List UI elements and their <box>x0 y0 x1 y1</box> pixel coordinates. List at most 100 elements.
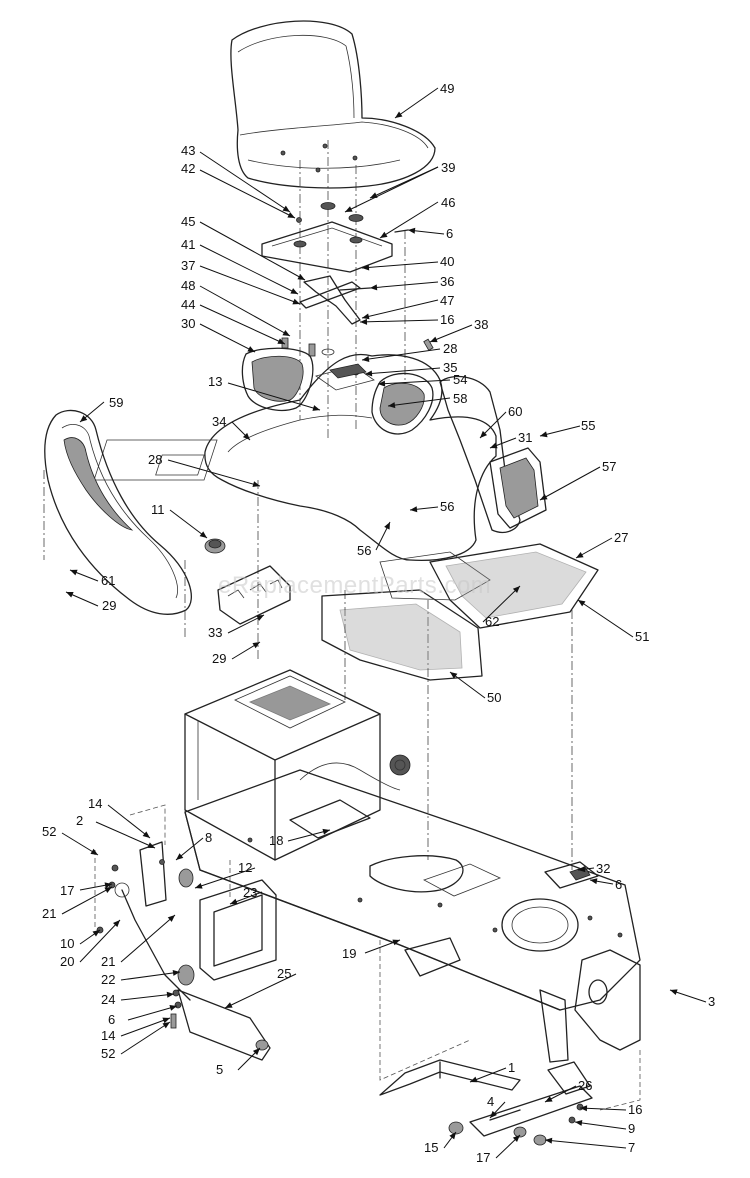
callout-8: 8 <box>205 830 212 845</box>
leader-arrowhead <box>252 481 260 487</box>
callout-3: 3 <box>708 994 715 1009</box>
leader-arrowhead <box>378 380 386 387</box>
leader-line <box>544 1139 627 1149</box>
callout-52b: 52 <box>101 1046 115 1061</box>
leader-arrowhead <box>362 313 370 320</box>
leader-arrowhead <box>545 1096 553 1102</box>
leader-arrowhead <box>362 264 370 271</box>
leader-arrowhead <box>512 1135 520 1143</box>
leader-line <box>169 509 208 539</box>
callout-51: 51 <box>635 629 649 644</box>
callout-33: 33 <box>208 625 222 640</box>
leader-arrowhead <box>322 828 330 835</box>
callout-39: 39 <box>441 160 455 175</box>
leader-arrowhead <box>176 853 184 860</box>
leader-arrowhead <box>162 1022 170 1029</box>
leader-arrowhead <box>166 991 174 998</box>
leader-line <box>61 832 99 856</box>
leader-arrowhead <box>545 1137 553 1144</box>
leader-line <box>199 265 301 305</box>
seat <box>230 20 436 189</box>
callout-15: 15 <box>424 1140 438 1155</box>
callout-6: 6 <box>446 226 453 241</box>
leader-arrowhead <box>430 336 438 343</box>
leader-arrowhead <box>252 642 260 649</box>
callout-28b: 28 <box>148 452 162 467</box>
callout-2: 2 <box>76 813 83 828</box>
leader-line <box>199 304 286 345</box>
callout-41: 41 <box>181 237 195 252</box>
leader-line <box>61 886 113 915</box>
leader-arrowhead <box>162 1017 170 1024</box>
callout-28: 28 <box>443 341 457 356</box>
leader-line <box>199 244 299 295</box>
leader-line <box>120 1021 171 1055</box>
callout-7: 7 <box>628 1140 635 1155</box>
callout-42: 42 <box>181 161 195 176</box>
leader-line <box>199 169 296 219</box>
callout-21b: 21 <box>101 954 115 969</box>
leader-arrowhead <box>370 284 378 291</box>
leader-line <box>377 379 451 385</box>
leader-line <box>344 166 439 213</box>
callout-32: 32 <box>596 861 610 876</box>
callout-4: 4 <box>487 1094 494 1109</box>
leader-arrowhead <box>292 298 300 305</box>
callout-17b: 17 <box>476 1150 490 1165</box>
leader-arrowhead <box>590 878 598 885</box>
callout-43: 43 <box>181 143 195 158</box>
leader-line <box>449 671 486 699</box>
main-frame <box>184 754 641 1063</box>
leader-arrowhead <box>256 615 264 621</box>
leader-line <box>369 281 439 289</box>
leader-arrowhead <box>512 586 520 594</box>
leader-line <box>579 1107 627 1111</box>
leader-line <box>194 867 256 889</box>
leader-arrowhead <box>247 346 255 352</box>
callout-labels: 49 43 42 39 46 45 6 41 40 37 36 48 47 44… <box>42 81 715 1165</box>
leader-line <box>199 285 291 337</box>
leader-arrowhead <box>66 592 74 598</box>
leader-line <box>359 319 439 323</box>
callout-44: 44 <box>181 297 195 312</box>
grille-panel <box>489 447 547 529</box>
callout-6c: 6 <box>108 1012 115 1027</box>
leader-arrowhead <box>90 848 98 855</box>
leader-line <box>361 261 439 269</box>
leader-line <box>79 919 121 963</box>
callout-13: 13 <box>208 374 222 389</box>
leader-arrowhead <box>92 930 100 937</box>
callout-29b: 29 <box>212 651 226 666</box>
leader-line <box>364 367 441 375</box>
leader-arrowhead <box>225 1002 233 1008</box>
leader-arrowhead <box>380 231 388 238</box>
leader-line <box>379 201 439 239</box>
leader-line <box>120 914 176 963</box>
leader-arrowhead <box>345 206 353 212</box>
callout-45: 45 <box>181 214 195 229</box>
leader-arrowhead <box>388 402 396 409</box>
leader-arrowhead <box>395 111 403 118</box>
callout-46: 46 <box>441 195 455 210</box>
callout-17: 17 <box>60 883 74 898</box>
leader-arrowhead <box>199 531 207 538</box>
callout-38: 38 <box>474 317 488 332</box>
leader-line <box>574 1121 627 1130</box>
leader-line <box>482 585 521 623</box>
callout-58: 58 <box>453 391 467 406</box>
callout-30: 30 <box>181 316 195 331</box>
leader-line <box>387 397 451 407</box>
callout-40: 40 <box>440 254 454 269</box>
callout-leaders <box>61 87 707 1159</box>
shift-plate <box>204 538 291 625</box>
callout-37: 37 <box>181 258 195 273</box>
leader-line <box>577 599 634 638</box>
callout-60: 60 <box>508 404 522 419</box>
callout-36: 36 <box>440 274 454 289</box>
callout-14: 14 <box>88 796 102 811</box>
reference-enclosures <box>94 804 641 1111</box>
leader-arrowhead <box>290 288 298 294</box>
callout-56b: 56 <box>357 543 371 558</box>
leader-arrowhead <box>297 273 305 280</box>
